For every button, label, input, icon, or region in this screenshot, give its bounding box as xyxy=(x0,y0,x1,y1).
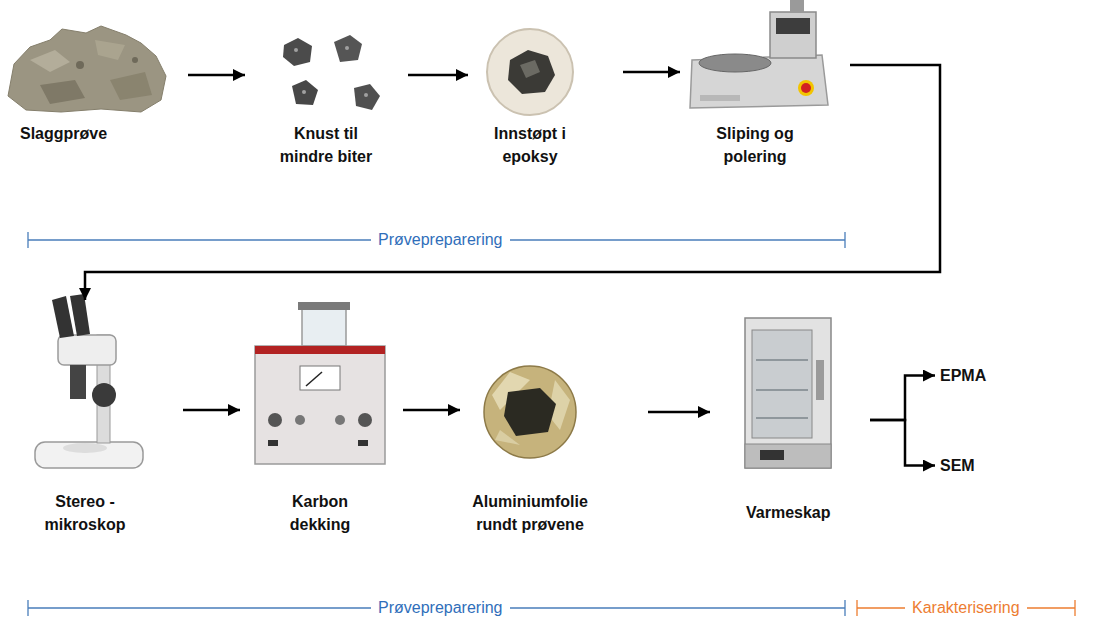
flow-arrow xyxy=(870,420,935,466)
heating-cabinet xyxy=(816,360,824,400)
flow-arrow xyxy=(408,74,468,77)
bracket-label: Prøvepreparering xyxy=(371,598,510,618)
polishing-machine xyxy=(700,95,740,101)
slag-rock xyxy=(8,26,166,112)
crushed-pieces xyxy=(345,46,349,50)
polishing-machine xyxy=(690,55,828,108)
foil-sample xyxy=(484,366,576,458)
process-step: Knust til mindre biter xyxy=(245,20,408,174)
heating-cabinet xyxy=(745,444,831,468)
flow-arrow xyxy=(188,74,245,77)
crushed-pieces xyxy=(283,38,312,66)
polishing-machine xyxy=(801,83,811,93)
crushed-pieces xyxy=(364,93,368,97)
step-label: Sliping og polering xyxy=(705,122,805,168)
polishing-machine xyxy=(690,0,828,108)
heating-cabinet xyxy=(745,318,831,468)
carbon-coater xyxy=(358,413,372,427)
microscope xyxy=(92,383,116,407)
carbon-coater xyxy=(358,440,368,446)
slag-rock xyxy=(76,61,84,69)
step-label: Innstøpt i epoksy xyxy=(480,122,580,168)
heating-cabinet xyxy=(745,318,831,468)
flow-arrow xyxy=(623,71,680,74)
carbon-coater xyxy=(255,346,385,354)
microscope xyxy=(70,365,86,399)
process-step: EPMA xyxy=(935,360,992,391)
flow-arrow xyxy=(870,376,935,421)
bracket-line xyxy=(28,232,845,616)
polishing-machine xyxy=(699,54,771,72)
microscope xyxy=(63,443,107,453)
step-label: Karbon dekking xyxy=(275,490,365,536)
crushed-pieces xyxy=(283,35,380,110)
foil-sample xyxy=(504,388,556,436)
step-label: Varmeskap xyxy=(746,501,831,524)
heating-cabinet xyxy=(752,330,812,438)
microscope xyxy=(58,335,116,365)
carbon-coater xyxy=(268,440,278,446)
carbon-coater xyxy=(295,415,305,425)
process-step: Varmeskap xyxy=(710,300,870,530)
process-step: Innstøpt i epoksy xyxy=(468,20,623,174)
carbon-coater xyxy=(302,308,346,346)
epoxy-puck xyxy=(487,29,573,115)
carbon-coater xyxy=(255,346,385,464)
foil-sample xyxy=(484,366,576,458)
crushed-pieces xyxy=(292,80,318,105)
microscope xyxy=(35,442,143,468)
carbon-coater xyxy=(255,302,385,464)
polishing-machine xyxy=(776,18,810,34)
flow-arrow xyxy=(403,409,460,412)
step-label: EPMA xyxy=(940,364,986,387)
polishing-machine xyxy=(790,0,804,12)
slag-rock xyxy=(95,40,125,60)
process-step: Slaggprøve xyxy=(5,20,188,151)
slag-rock xyxy=(110,72,152,100)
flow-arrow xyxy=(648,411,710,414)
carbon-coater xyxy=(300,366,340,390)
step-label: Slaggprøve xyxy=(20,122,107,145)
flow-arrow xyxy=(183,409,240,412)
carbon-coater xyxy=(335,415,345,425)
step-label: Aluminiumfolie rundt prøvene xyxy=(465,490,595,536)
polishing-machine xyxy=(770,12,816,58)
crushed-pieces xyxy=(294,48,298,52)
step-label: Knust til mindre biter xyxy=(270,122,382,168)
epoxy-puck xyxy=(487,29,573,115)
crushed-pieces xyxy=(302,90,306,94)
process-step: Sliping og polering xyxy=(680,8,850,174)
carbon-coater xyxy=(268,413,282,427)
heating-cabinet xyxy=(756,360,808,418)
step-label: SEM xyxy=(940,454,975,477)
step-label: Stereo -mikroskop xyxy=(35,490,135,536)
carbon-coater xyxy=(298,302,350,310)
process-step: Stereo -mikroskop xyxy=(25,300,183,542)
process-step: SEM xyxy=(935,450,980,481)
slag-rock xyxy=(8,26,166,112)
crushed-pieces xyxy=(334,35,362,62)
carbon-coater xyxy=(306,372,322,386)
slag-rock xyxy=(40,80,85,104)
bracket-label: Prøvepreparering xyxy=(371,230,510,250)
epoxy-puck xyxy=(520,60,540,78)
bracket-label: Karakterisering xyxy=(905,598,1027,618)
process-step: Aluminiumfolie rundt prøvene xyxy=(460,300,648,542)
epoxy-puck xyxy=(508,50,555,94)
microscope xyxy=(52,296,74,338)
slag-rock xyxy=(132,57,138,63)
slag-rock xyxy=(30,50,70,72)
polishing-machine xyxy=(798,80,814,96)
microscope xyxy=(70,294,90,336)
heating-cabinet xyxy=(760,450,784,460)
crushed-pieces xyxy=(354,84,380,110)
flow-arrow xyxy=(85,65,940,300)
microscope xyxy=(35,294,143,468)
process-step: Karbon dekking xyxy=(240,300,403,542)
